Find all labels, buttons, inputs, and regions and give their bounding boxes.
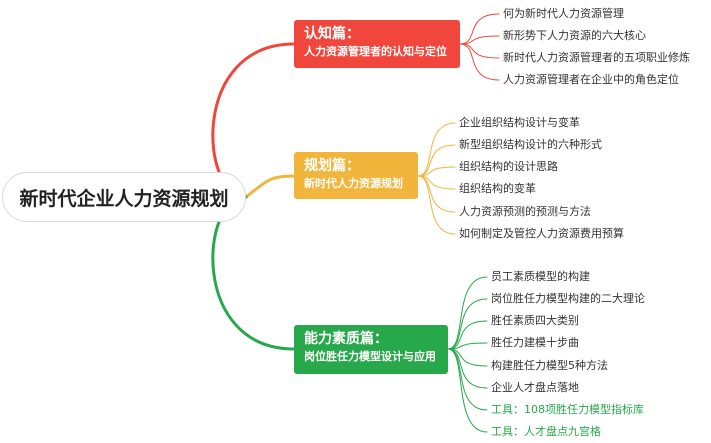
connector-b1-leaf-1	[459, 13, 500, 45]
leaf-b1-3[interactable]: 新时代人力资源管理者的五项职业修炼	[503, 51, 690, 64]
connector-b3-leaf-7	[447, 348, 488, 411]
connector-b2-leaf-5	[417, 175, 456, 213]
leaf-b3-7[interactable]: 工具：108项胜任力模型指标库	[491, 403, 644, 416]
leaf-b2-1[interactable]: 企业组织结构设计与变革	[459, 116, 580, 129]
branch-competency-subtitle: 岗位胜任力模型设计与应用	[304, 350, 436, 363]
leaf-b3-4[interactable]: 胜任力建模十步曲	[491, 336, 579, 349]
connector-root-b2	[244, 174, 296, 199]
leaf-b2-3[interactable]: 组织结构的设计思路	[459, 160, 558, 173]
branch-cognition[interactable]: 认知篇： 人力资源管理者的认知与定位	[294, 20, 460, 68]
leaf-b3-6[interactable]: 企业人才盘点落地	[491, 381, 579, 394]
connector-b2-leaf-6	[417, 175, 456, 235]
branch-planning-subtitle: 新时代人力资源规划	[304, 177, 403, 190]
connector-b1-leaf-4	[459, 43, 500, 81]
leaf-b1-1[interactable]: 何为新时代人力资源管理	[503, 7, 624, 20]
branch-competency-title: 能力素质篇：	[304, 331, 388, 347]
leaf-b3-1[interactable]: 员工素质模型的构建	[491, 270, 590, 283]
leaf-b2-6[interactable]: 如何制定及管控人力资源费用预算	[459, 227, 624, 240]
leaf-b3-3[interactable]: 胜任素质四大类别	[491, 314, 579, 327]
leaf-b1-2[interactable]: 新形势下人力资源的六大核心	[503, 29, 646, 42]
root-topic[interactable]: 新时代企业人力资源规划	[2, 172, 246, 222]
connector-b3-leaf-2	[447, 298, 488, 350]
connector-b2-leaf-1	[417, 122, 456, 177]
branch-planning[interactable]: 规划篇： 新时代人力资源规划	[294, 152, 418, 199]
connector-b1-leaf-2	[459, 35, 500, 45]
leaf-b3-2[interactable]: 岗位胜任力模型构建的二大理论	[491, 292, 645, 305]
leaf-b3-5[interactable]: 构建胜任力模型5种方法	[491, 359, 608, 372]
connector-b3-leaf-1	[447, 276, 488, 350]
connector-b3-leaf-3	[447, 320, 488, 350]
branch-cognition-subtitle: 人力资源管理者的认知与定位	[304, 45, 447, 58]
leaf-b2-4[interactable]: 组织结构的变革	[459, 182, 536, 195]
leaf-b2-5[interactable]: 人力资源预测的预测与方法	[459, 205, 591, 218]
leaf-b2-2[interactable]: 新型组织结构设计的六种形式	[459, 138, 602, 151]
connector-b3-leaf-8	[447, 348, 488, 433]
leaf-b1-4[interactable]: 人力资源管理者在企业中的角色定位	[503, 73, 679, 86]
branch-competency[interactable]: 能力素质篇： 岗位胜任力模型设计与应用	[294, 325, 448, 374]
connector-b2-leaf-2	[417, 144, 456, 177]
connector-b3-leaf-6	[447, 348, 488, 389]
connector-b3-leaf-4	[447, 342, 488, 350]
branch-planning-title: 规划篇：	[304, 158, 360, 174]
leaf-b3-8[interactable]: 工具：人才盘点九宫格	[491, 425, 601, 438]
connector-b2-leaf-3	[417, 166, 456, 177]
branch-cognition-title: 认知篇：	[304, 26, 360, 42]
